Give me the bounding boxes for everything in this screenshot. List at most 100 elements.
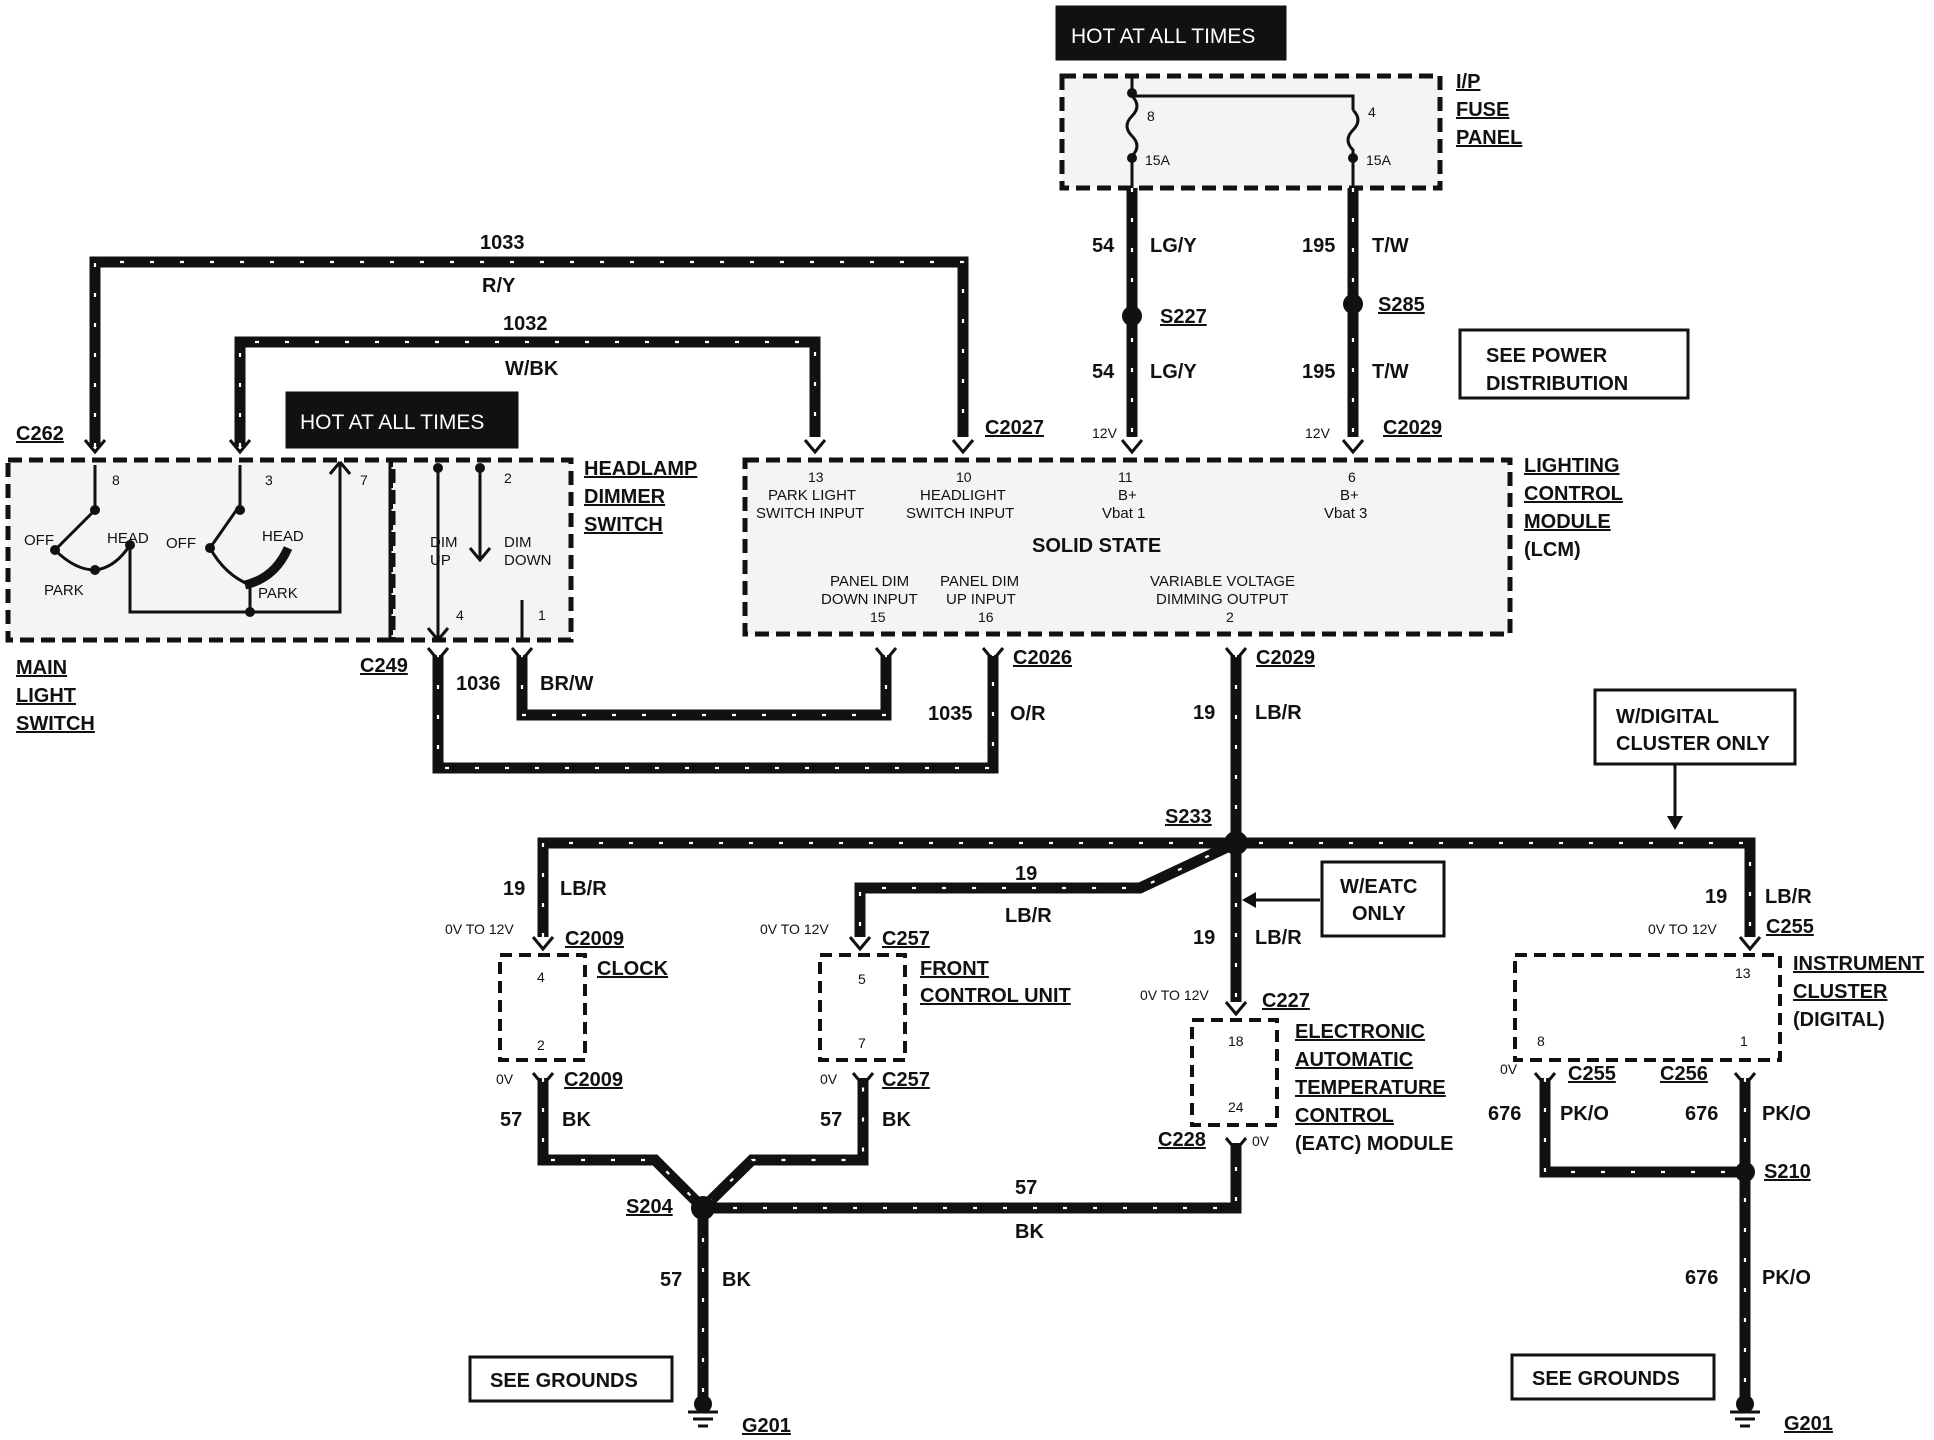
- svg-text:B+: B+: [1340, 487, 1359, 504]
- dimmer-title: HEADLAMP: [584, 458, 697, 480]
- eatc-0v: 0V: [1252, 1133, 1270, 1149]
- svg-text:DIM: DIM: [504, 534, 532, 551]
- splice-s285: [1343, 294, 1363, 314]
- clock-pin-2: 2: [537, 1037, 545, 1053]
- svg-text:T/W: T/W: [1372, 361, 1409, 383]
- svg-text:UP INPUT: UP INPUT: [946, 591, 1016, 608]
- svg-text:Vbat 1: Vbat 1: [1102, 505, 1145, 522]
- see-grounds-left-text: SEE GROUNDS: [490, 1370, 638, 1392]
- cluster-pin-1: 1: [1740, 1033, 1748, 1049]
- wire-1033-color: R/Y: [482, 275, 516, 297]
- hot-at-all-times-badge-top: [1055, 5, 1287, 61]
- switch-pin-3: 3: [265, 472, 273, 488]
- eatc-voltage-range: 0V TO 12V: [1140, 987, 1209, 1003]
- svg-text:HEAD: HEAD: [262, 528, 304, 545]
- lcm-pin-11: 11: [1118, 469, 1133, 485]
- wire-676-number-b: 676: [1685, 1103, 1718, 1125]
- wire-57-fcu-number: 57: [820, 1109, 842, 1131]
- fcu-box: [818, 953, 907, 1062]
- svg-text:15A: 15A: [1145, 152, 1171, 168]
- wire-57-fcu-color: BK: [882, 1109, 911, 1131]
- svg-text:DOWN INPUT: DOWN INPUT: [821, 591, 918, 608]
- wire-676-color-c: PK/O: [1762, 1267, 1811, 1289]
- splice-s227-label: S227: [1160, 306, 1207, 328]
- wire-19-clock-color: LB/R: [560, 878, 607, 900]
- eatc-box: [1190, 1018, 1279, 1127]
- clock-pin-4: 4: [537, 969, 545, 985]
- ground-g201-right: G201: [1784, 1413, 1833, 1435]
- svg-text:Vbat 3: Vbat 3: [1324, 505, 1367, 522]
- switch-pin-7: 7: [360, 472, 368, 488]
- svg-text:DIMMER: DIMMER: [584, 486, 666, 508]
- connector-c249: C249: [360, 655, 408, 677]
- digital-note-text: W/DIGITAL: [1616, 706, 1719, 728]
- eatc-title: ELECTRONIC: [1295, 1021, 1425, 1043]
- wire-1035-number: 1035: [928, 703, 973, 725]
- svg-text:CONTROL UNIT: CONTROL UNIT: [920, 985, 1071, 1007]
- svg-text:LG/Y: LG/Y: [1150, 361, 1197, 383]
- see-power-distribution-note: [1458, 328, 1690, 400]
- dimmer-pin-1: 1: [538, 607, 546, 623]
- fuse-panel-title: I/P: [1456, 71, 1480, 93]
- svg-text:SWITCH: SWITCH: [584, 514, 663, 536]
- connector-c262: C262: [16, 423, 64, 445]
- clock-voltage-range: 0V TO 12V: [445, 921, 514, 937]
- svg-text:PARK: PARK: [44, 582, 84, 599]
- lcm-pin-6: 6: [1348, 469, 1356, 485]
- eatc-pin-18: 18: [1228, 1033, 1244, 1049]
- fcu-pin-5: 5: [858, 971, 866, 987]
- splice-s210-label: S210: [1764, 1161, 1811, 1183]
- eatc-pin-24: 24: [1228, 1099, 1244, 1115]
- switch-park-contact: [243, 546, 293, 590]
- fcu-pin-7: 7: [858, 1035, 866, 1051]
- fuse-a-number: 8: [1147, 108, 1155, 124]
- wire-19-fcu-number: 19: [1015, 863, 1037, 885]
- connector-c257-top: C257: [882, 928, 930, 950]
- lcm-pin-2: 2: [1226, 609, 1234, 625]
- wire-676-number-c: 676: [1685, 1267, 1718, 1289]
- svg-text:PARK LIGHT: PARK LIGHT: [768, 487, 856, 504]
- svg-text:(LCM): (LCM): [1524, 539, 1581, 561]
- dimmer-pin-2: 2: [504, 470, 512, 486]
- splice-s204-label: S204: [626, 1196, 674, 1218]
- svg-text:OFF: OFF: [166, 535, 196, 552]
- eatc-only-note: [1320, 860, 1446, 938]
- wire-57-ground: [537, 1078, 869, 1216]
- fcu-0v: 0V: [820, 1071, 838, 1087]
- lcm-pin-10: 10: [956, 469, 972, 485]
- svg-text:UP: UP: [430, 552, 451, 569]
- fcu-title: FRONT: [920, 958, 989, 980]
- connector-c255-top: C255: [1766, 916, 1814, 938]
- connector-c227: C227: [1262, 990, 1310, 1012]
- splice-s210: [1735, 1162, 1755, 1182]
- svg-text:FUSE: FUSE: [1456, 99, 1509, 121]
- connector-c2027: C2027: [985, 417, 1044, 439]
- wire-19-fcu: [854, 838, 1239, 937]
- svg-text:PANEL DIM: PANEL DIM: [830, 573, 909, 590]
- connector-marks: [83, 439, 1762, 1153]
- voltage-12v-b: 12V: [1305, 425, 1331, 441]
- svg-text:PARK: PARK: [258, 585, 298, 602]
- svg-text:HEAD: HEAD: [107, 530, 149, 547]
- wire-1032-number: 1032: [503, 313, 548, 335]
- wire-676: [1539, 1078, 1745, 1178]
- connector-c2009-top: C2009: [565, 928, 624, 950]
- wire-57-clock-color: BK: [562, 1109, 591, 1131]
- digital-cluster-only-note: [1593, 688, 1797, 766]
- svg-text:54: 54: [1092, 361, 1115, 383]
- svg-text:DISTRIBUTION: DISTRIBUTION: [1486, 373, 1628, 395]
- voltage-12v-a: 12V: [1092, 425, 1118, 441]
- svg-text:SWITCH: SWITCH: [16, 713, 95, 735]
- lcm-solid-state: SOLID STATE: [1032, 535, 1161, 557]
- fuse-b-number: 4: [1368, 104, 1376, 120]
- svg-text:MODULE: MODULE: [1524, 511, 1611, 533]
- wire-1032-color: W/BK: [505, 358, 559, 380]
- svg-text:B+: B+: [1118, 487, 1137, 504]
- wire-676-number-a: 676: [1488, 1103, 1521, 1125]
- clock-box: [498, 953, 587, 1062]
- wire-195-number-a: 195: [1302, 235, 1335, 257]
- ic-0v: 0V: [1500, 1061, 1518, 1077]
- splice-s233: [1224, 831, 1248, 855]
